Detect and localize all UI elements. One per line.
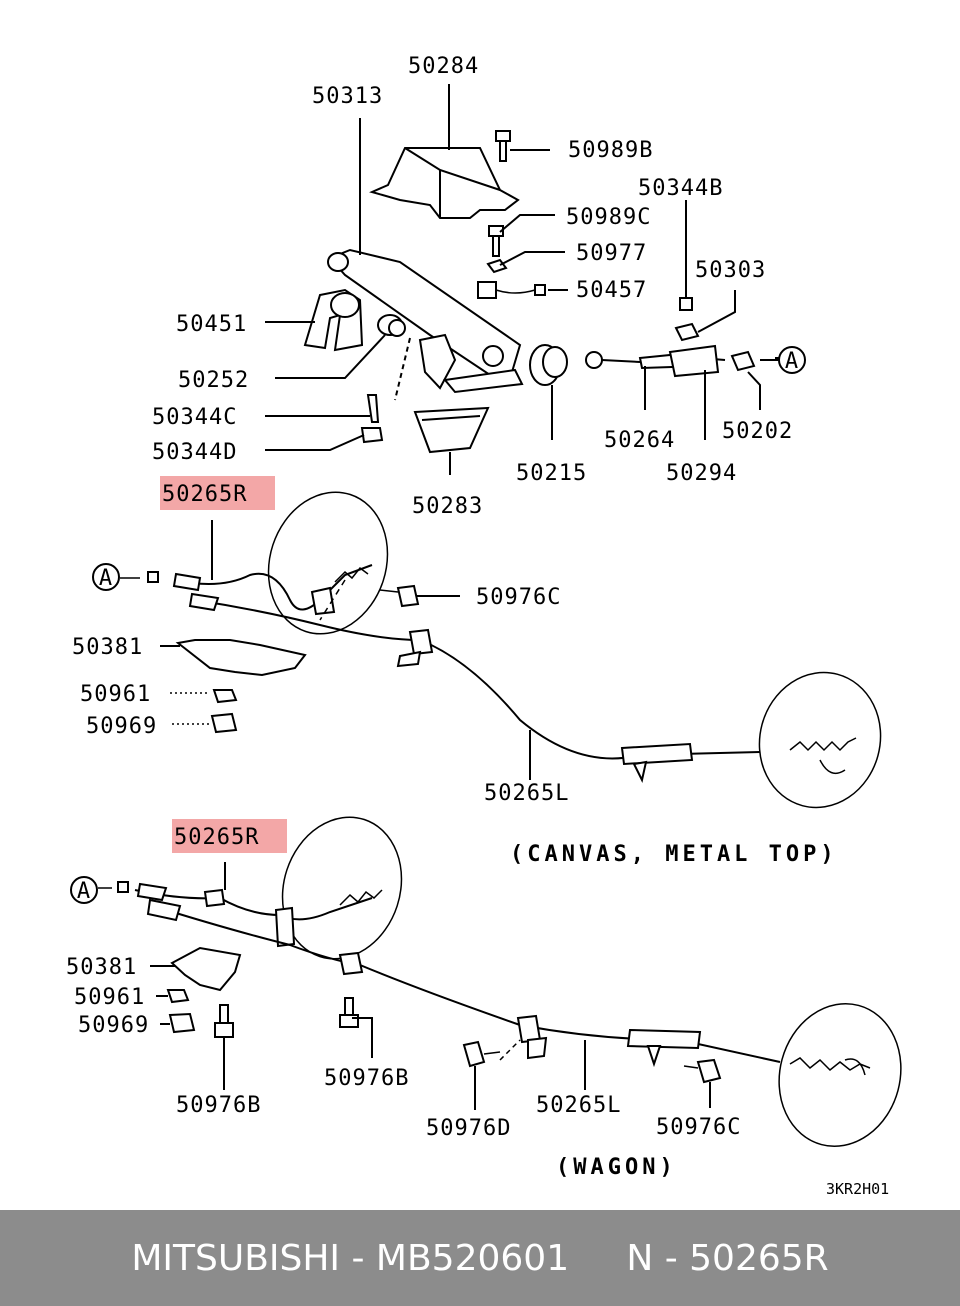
nut-50969-top: [210, 712, 238, 734]
label-50265R-top: 50265R: [162, 482, 247, 507]
part-info-footer: MITSUBISHI - MB520601 N - 50265R: [0, 1210, 960, 1306]
label-50989C: 50989C: [566, 205, 651, 230]
label-50976C-bottom: 50976C: [656, 1115, 741, 1140]
label-50215: 50215: [516, 461, 587, 486]
equalizer-50294: [668, 344, 720, 378]
switch-50457: [477, 281, 546, 299]
bolt-50976B-a: [214, 1004, 234, 1038]
clip-50303: [674, 322, 700, 342]
label-50976B-b: 50976B: [324, 1066, 409, 1091]
bolt-50989B: [495, 130, 511, 162]
leaders-bottom: [98, 862, 711, 1110]
footer-part-text: MITSUBISHI - MB520601 N - 50265R: [131, 1237, 829, 1279]
label-50202: 50202: [722, 419, 793, 444]
label-50344C: 50344C: [152, 405, 237, 430]
label-50294: 50294: [666, 461, 737, 486]
label-50381-bottom: 50381: [66, 955, 137, 980]
bracket-50451: [303, 288, 364, 352]
diagram-canvas: A A A 50284 50313 50989B 50344B 50989C 5…: [66, 54, 902, 1198]
cover-50381-top: [175, 639, 307, 677]
label-50344B: 50344B: [638, 176, 723, 201]
nut-50961-bottom: [166, 989, 190, 1004]
label-50303: 50303: [695, 258, 766, 283]
label-50265L-bottom: 50265L: [536, 1093, 621, 1118]
label-50252: 50252: [178, 368, 249, 393]
ref-a-1-label: A: [785, 349, 799, 374]
bolt-50989C: [488, 225, 504, 257]
label-50989B: 50989B: [568, 138, 653, 163]
ref-circle-a-2: A: [92, 563, 120, 591]
label-50344D: 50344D: [152, 440, 237, 465]
pin-50344D: [360, 427, 384, 444]
label-50976B-a: 50976B: [176, 1093, 261, 1118]
note-canvas-metal-top: (CANVAS, METAL TOP): [510, 842, 838, 867]
ref-a-3-label: A: [77, 879, 91, 904]
label-50976C-top: 50976C: [476, 585, 561, 610]
brake-drum-right-bottom: [281, 816, 403, 960]
bolt-50976B-b: [339, 997, 359, 1028]
grommet-50215: [529, 344, 568, 386]
label-50961-top: 50961: [80, 682, 151, 707]
bolt-50976D: [462, 1040, 501, 1068]
pin-50344C: [366, 394, 380, 423]
brake-drum-right-top: [267, 491, 389, 635]
label-50265L-top: 50265L: [484, 781, 569, 806]
bolt-50976C-bottom: [683, 1058, 722, 1084]
nut-50969-bottom: [168, 1012, 196, 1034]
ref-a-2-label: A: [99, 566, 113, 591]
label-50977: 50977: [576, 241, 647, 266]
label-50976D: 50976D: [426, 1116, 511, 1141]
label-50283: 50283: [412, 494, 483, 519]
clip-50344B: [679, 297, 693, 311]
cable-50265R-bottom: [134, 882, 383, 948]
label-50381-top: 50381: [72, 635, 143, 660]
label-50264: 50264: [604, 428, 675, 453]
brake-drum-left-top: [758, 671, 882, 809]
label-50284: 50284: [408, 54, 479, 79]
nut-50961-top: [212, 689, 238, 704]
highlight-50265R-bottom: [172, 819, 287, 853]
brake-drum-left-bottom: [778, 1002, 902, 1148]
leaders-mid: [120, 357, 780, 780]
cable-50265R-top: [172, 564, 373, 616]
nut-50977: [486, 258, 508, 274]
label-50265R-bottom: 50265R: [174, 825, 259, 850]
diagram-code: 3KR2H01: [826, 1180, 889, 1198]
cable-50265L-bottom: [146, 898, 871, 1072]
leaders-top: [265, 84, 780, 475]
label-50969-bottom: 50969: [78, 1013, 149, 1038]
boot-50283: [413, 406, 490, 454]
cover-50381-bottom: [170, 946, 242, 992]
bolt-50976C-top: [379, 584, 420, 608]
parking-brake-parts-diagram: A A A 50284 50313 50989B 50344B 50989C 5…: [66, 54, 902, 1198]
lever-50313: [327, 248, 524, 394]
label-50313: 50313: [312, 84, 383, 109]
ref-circle-a-3: A: [70, 876, 98, 904]
cable-50265L-top: [188, 592, 857, 783]
note-wagon: (WAGON): [556, 1155, 677, 1180]
bushing-50252: [377, 314, 406, 337]
ref-circle-a-1: A: [778, 346, 806, 374]
lever-cover-50284: [369, 147, 520, 219]
label-50969-top: 50969: [86, 714, 157, 739]
label-50457: 50457: [576, 278, 647, 303]
label-50961-bottom: 50961: [74, 985, 145, 1010]
nut-50202: [730, 350, 756, 372]
label-50451: 50451: [176, 312, 247, 337]
highlight-50265R-top: [160, 476, 275, 510]
